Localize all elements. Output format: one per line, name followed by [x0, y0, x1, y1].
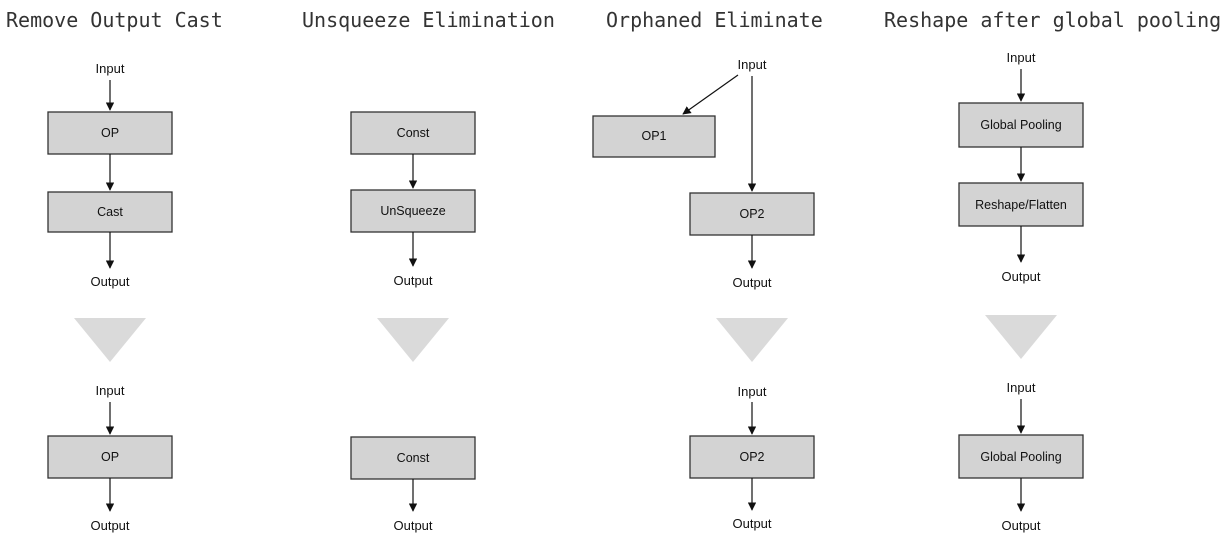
output-label: Output — [732, 516, 771, 531]
transform-arrow-icon — [985, 315, 1057, 359]
input-label: Input — [96, 61, 125, 76]
node-cast: Cast — [47, 191, 173, 233]
output-label: Output — [393, 518, 432, 533]
node-op: OP — [47, 435, 173, 479]
input-label: Input — [738, 384, 767, 399]
svg-text:Const: Const — [397, 126, 430, 140]
output-label: Output — [90, 274, 129, 289]
svg-text:OP: OP — [101, 450, 119, 464]
output-label: Output — [732, 275, 771, 290]
node-const: Const — [350, 111, 476, 155]
transform-arrow-icon — [377, 318, 449, 362]
edge-arrow — [682, 74, 739, 115]
node-global-pooling: Global Pooling — [958, 434, 1084, 479]
panel-title: Orphaned Eliminate — [606, 8, 823, 32]
output-label: Output — [90, 518, 129, 533]
svg-text:Reshape/Flatten: Reshape/Flatten — [975, 198, 1067, 212]
node-op2: OP2 — [689, 435, 815, 479]
node-reshape-flatten: Reshape/Flatten — [958, 182, 1084, 227]
panel-remove-output-cast: Remove Output Cast Input OP Cast Output … — [6, 8, 223, 533]
svg-text:OP2: OP2 — [739, 450, 764, 464]
output-label: Output — [1001, 269, 1040, 284]
svg-text:OP: OP — [101, 126, 119, 140]
panel-title: Remove Output Cast — [6, 8, 223, 32]
svg-text:UnSqueeze: UnSqueeze — [380, 204, 445, 218]
svg-text:Cast: Cast — [97, 205, 123, 219]
input-label: Input — [96, 383, 125, 398]
svg-text:Const: Const — [397, 451, 430, 465]
svg-text:OP2: OP2 — [739, 207, 764, 221]
node-op1-orphan: OP1 — [592, 115, 716, 158]
input-label: Input — [738, 57, 767, 72]
node-unsqueeze: UnSqueeze — [350, 189, 476, 233]
svg-text:OP1: OP1 — [641, 129, 666, 143]
panel-title: Unsqueeze Elimination — [302, 8, 555, 32]
node-global-pooling: Global Pooling — [958, 102, 1084, 148]
node-op: OP — [47, 111, 173, 155]
node-op2: OP2 — [689, 192, 815, 236]
input-label: Input — [1007, 50, 1036, 65]
svg-text:Global Pooling: Global Pooling — [980, 450, 1061, 464]
output-label: Output — [393, 273, 432, 288]
node-const: Const — [350, 436, 476, 480]
transform-arrow-icon — [74, 318, 146, 362]
panel-title: Reshape after global pooling — [884, 8, 1221, 32]
transform-arrow-icon — [716, 318, 788, 362]
panel-reshape-after-global-pooling: Reshape after global pooling Input Globa… — [884, 8, 1221, 533]
svg-text:Global Pooling: Global Pooling — [980, 118, 1061, 132]
panel-unsqueeze-elimination: Unsqueeze Elimination Const UnSqueeze Ou… — [302, 8, 555, 533]
output-label: Output — [1001, 518, 1040, 533]
panel-orphaned-eliminate: Orphaned Eliminate Input OP1 OP2 Output … — [592, 8, 823, 531]
input-label: Input — [1007, 380, 1036, 395]
